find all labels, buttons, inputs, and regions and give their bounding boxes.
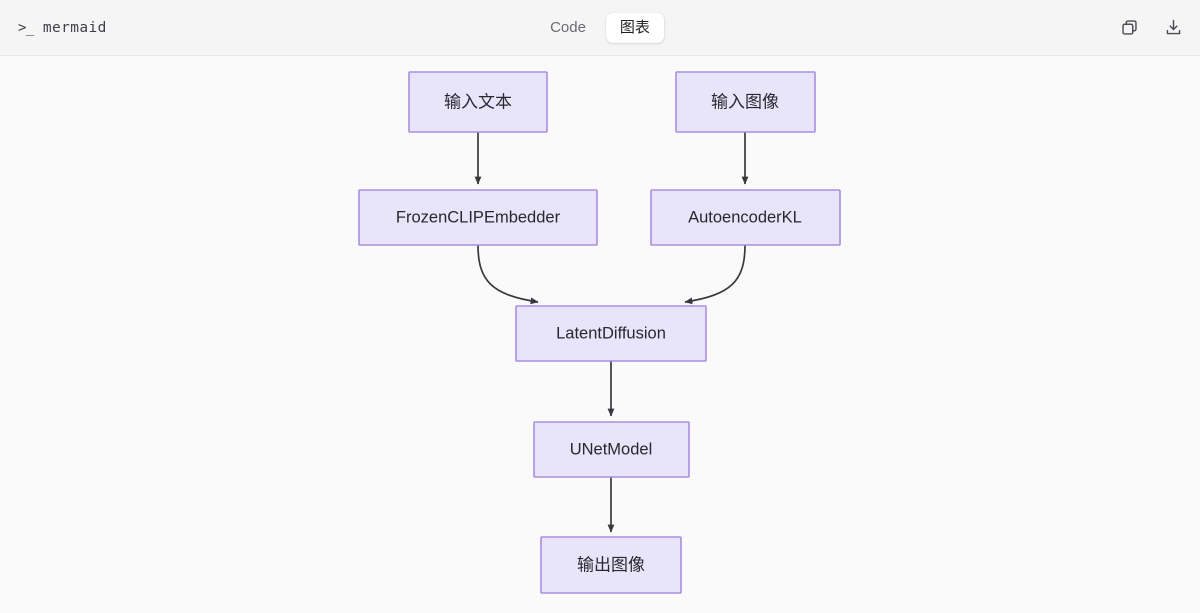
app-title: mermaid [42,19,107,36]
node-box [533,421,690,478]
node-box [515,305,707,362]
app-header: >_ mermaid Code 图表 [0,0,1200,56]
node-input-text-label: 输入文本 [444,92,512,111]
node-autoencoderkl-label: AutoencoderKL [688,208,802,226]
node-box [540,536,682,594]
node-box [408,71,548,133]
node-input-image-label: 输入图像 [711,92,779,111]
download-icon [1166,19,1180,35]
brand: >_ mermaid [18,20,107,36]
node-box [675,71,816,133]
node-output-image-label: 输出图像 [577,555,645,574]
download-button[interactable] [1162,17,1184,39]
edge-vae-to-latentdiffusion [684,244,746,305]
edge-group [474,132,749,533]
diagram-canvas[interactable]: 输入文本 输入图像 FrozenCLIPEmbedder Autoencoder… [0,56,1200,613]
header-actions [1118,17,1184,39]
tab-code[interactable]: Code [550,18,586,36]
copy-icon [1121,20,1137,35]
node-input-image[interactable]: 输入图像 [675,71,816,133]
view-tabs: Code 图表 [536,12,664,43]
node-box [358,189,598,246]
terminal-prompt-icon: >_ [18,19,34,36]
tab-diagram[interactable]: 图表 [605,12,664,43]
node-autoencoderkl[interactable]: AutoencoderKL [650,189,841,246]
node-latentdiffusion[interactable]: LatentDiffusion [515,305,707,362]
node-unetmodel[interactable]: UNetModel [533,421,690,478]
node-unetmodel-label: UNetModel [570,440,653,458]
flowchart: 输入文本 输入图像 FrozenCLIPEmbedder Autoencoder… [358,71,841,594]
node-box [650,189,841,246]
node-latentdiffusion-label: LatentDiffusion [556,324,666,342]
node-output-image[interactable]: 输出图像 [540,536,682,594]
node-frozenclipembedder[interactable]: FrozenCLIPEmbedder [358,189,598,246]
copy-button[interactable] [1118,17,1140,39]
node-frozenclipembedder-label: FrozenCLIPEmbedder [396,208,561,226]
edge-clip-to-latentdiffusion [477,244,539,305]
node-input-text[interactable]: 输入文本 [408,71,548,133]
